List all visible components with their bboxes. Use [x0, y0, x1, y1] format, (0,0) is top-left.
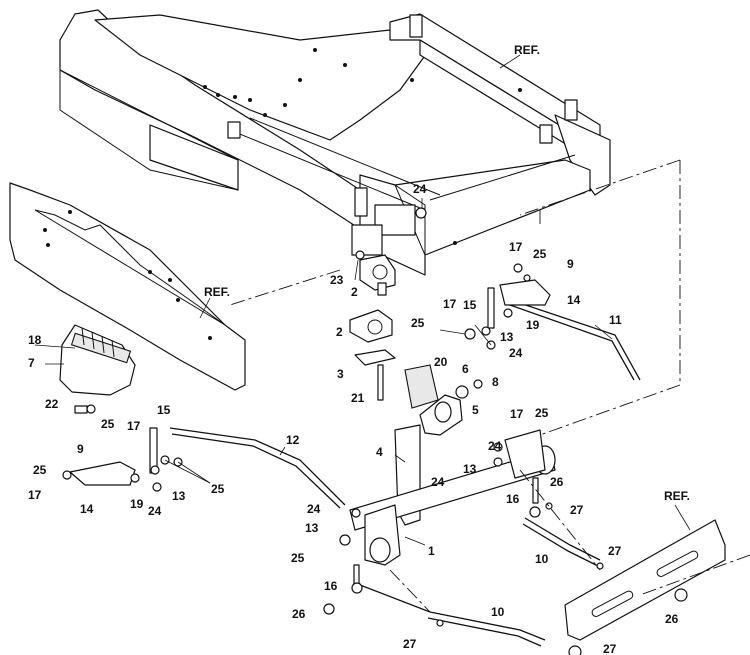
label-17e: 17: [28, 488, 42, 502]
leader-lines: [34, 54, 691, 546]
right-side-plate: [564, 519, 726, 655]
label-24e: 24: [307, 502, 321, 516]
label-9a: 9: [567, 257, 574, 271]
label-9b: 9: [77, 442, 84, 456]
detent-bracket-7: [59, 324, 136, 414]
label-13c: 13: [172, 489, 186, 503]
label-4: 4: [376, 445, 383, 459]
label-10a: 10: [535, 552, 549, 566]
label-7: 7: [28, 356, 35, 370]
label-10b: 10: [491, 605, 505, 619]
pad-and-pivot: [404, 364, 483, 436]
label-14b: 14: [80, 502, 94, 516]
label-16a: 16: [506, 492, 520, 506]
label-ref-right: REF.: [664, 489, 690, 503]
label-17d: 17: [127, 419, 141, 433]
label-25f: 25: [211, 482, 225, 496]
label-5: 5: [472, 403, 479, 417]
clamp-blocks: [349, 250, 396, 401]
main-frame: [59, 9, 611, 276]
label-25a: 25: [533, 247, 547, 261]
label-25d: 25: [101, 417, 115, 431]
label-24f: 24: [148, 504, 162, 518]
linkage-rods: [169, 297, 641, 647]
label-1: 1: [428, 544, 435, 558]
label-24a: 24: [413, 182, 427, 196]
label-13d: 13: [305, 521, 319, 535]
label-2a: 2: [351, 285, 358, 299]
label-3: 3: [337, 367, 344, 381]
label-25e: 25: [33, 463, 47, 477]
label-19b: 19: [130, 497, 144, 511]
label-ref-top: REF.: [514, 43, 540, 57]
label-12: 12: [286, 433, 300, 447]
label-14a: 14: [567, 293, 581, 307]
label-25g: 25: [291, 551, 305, 565]
label-23: 23: [330, 273, 344, 287]
left-side-plate: [9, 182, 246, 391]
label-26b: 26: [292, 607, 306, 621]
left-arm-14: [62, 427, 183, 492]
label-27d: 27: [603, 642, 617, 655]
label-19a: 19: [526, 318, 540, 332]
label-17a: 17: [509, 240, 523, 254]
label-11: 11: [609, 313, 622, 327]
label-13a: 13: [500, 330, 514, 344]
label-6: 6: [462, 362, 469, 376]
label-15a: 15: [463, 298, 477, 312]
label-21: 21: [351, 391, 365, 405]
label-ref-left: REF.: [204, 285, 230, 299]
label-24c: 24: [488, 439, 502, 453]
label-24d: 24: [431, 475, 445, 489]
label-24b: 24: [509, 346, 523, 360]
label-18: 18: [28, 333, 42, 347]
label-26c: 26: [665, 612, 679, 626]
label-8: 8: [492, 375, 499, 389]
label-27b: 27: [608, 544, 622, 558]
label-16b: 16: [324, 579, 338, 593]
label-25c: 25: [535, 406, 549, 420]
reference-lines: [229, 159, 750, 613]
callout-labels: REF. REF. REF. 1 2 2 3 4 5 6 7 8 9 9 10 …: [28, 43, 690, 655]
label-25b: 25: [411, 316, 425, 330]
label-13b: 13: [463, 462, 477, 476]
label-17b: 17: [443, 297, 457, 311]
label-17c: 17: [510, 407, 524, 421]
pins-and-washers: [323, 477, 604, 627]
label-26a: 26: [550, 475, 564, 489]
label-27c: 27: [403, 637, 417, 651]
label-2b: 2: [336, 325, 343, 339]
label-27a: 27: [570, 503, 584, 517]
label-20: 20: [434, 355, 448, 369]
cross-shaft-assembly: [339, 424, 556, 566]
label-22: 22: [45, 397, 59, 411]
label-15b: 15: [157, 403, 171, 417]
